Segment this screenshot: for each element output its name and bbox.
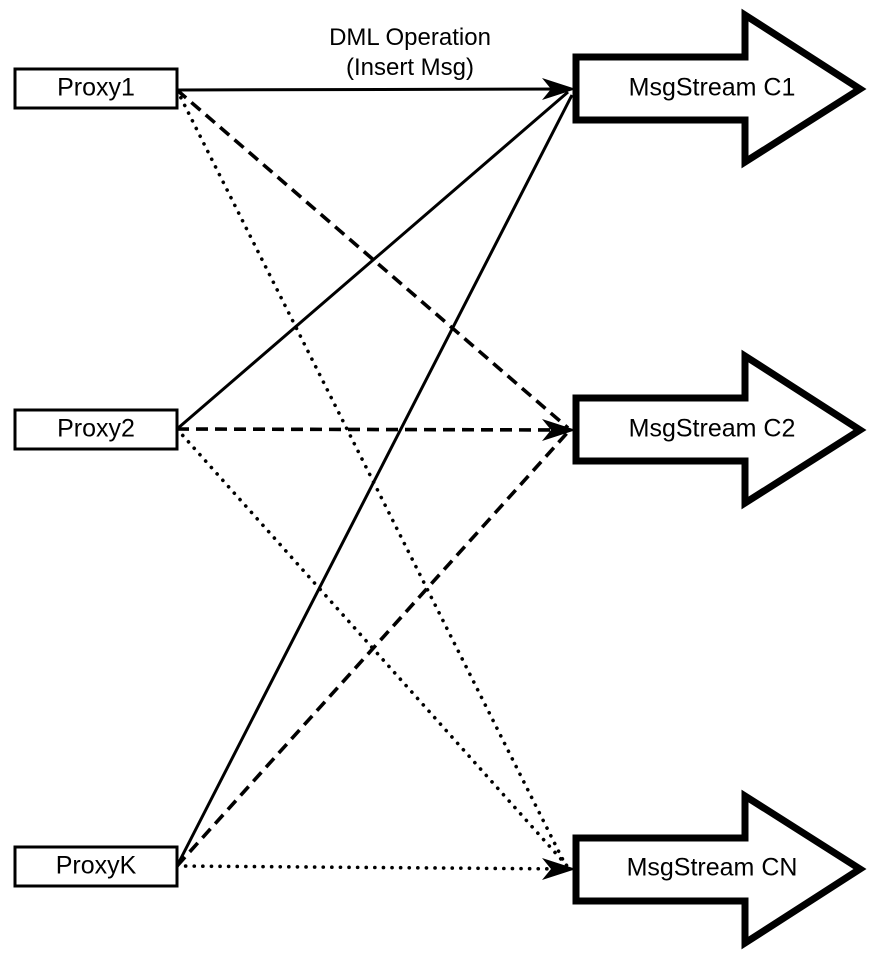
msgstream-label-msgstream-cn: MsgStream CN (627, 854, 798, 882)
arrowhead-arrowhead-c1 (542, 78, 576, 100)
msgstream-layer: MsgStream C1 MsgStream C2 MsgStream CN (572, 8, 867, 950)
annotation-line1-dml-operation: DML Operation (329, 24, 491, 51)
link-proxy2-to-c2 (176, 427, 571, 432)
link-proxy2-to-c1 (176, 90, 569, 431)
msgstream-label-msgstream-c2: MsgStream C2 (629, 415, 796, 443)
proxy-node-proxy2[interactable]: Proxy2 (13, 408, 179, 451)
proxy-node-proxy1[interactable]: Proxy1 (13, 67, 179, 110)
arrowhead-arrowhead-c2 (542, 419, 576, 441)
link-proxy1-to-c1 (176, 87, 571, 92)
arrowhead-layer (542, 78, 576, 880)
link-layer (175, 87, 574, 871)
msgstream-node-msgstream-c2[interactable]: MsgStream C2 (572, 349, 867, 510)
arrowhead-arrowhead-cn (542, 858, 576, 880)
proxy-box-proxy1 (13, 67, 179, 110)
msgstream-arrow-shape-msgstream-c1 (572, 8, 867, 169)
msgstream-arrow-shape-msgstream-cn (572, 789, 867, 950)
proxy-box-proxy2 (13, 408, 179, 451)
link-proxyK-to-c2 (175, 430, 570, 868)
msgstream-label-msgstream-c1: MsgStream C1 (629, 74, 796, 102)
proxy-box-proxyK (13, 845, 179, 888)
annotation-dml-operation: DML Operation (Insert Msg) (329, 24, 491, 81)
proxy-label-proxy2: Proxy2 (57, 415, 135, 443)
annotation-line2-dml-operation: (Insert Msg) (346, 54, 474, 81)
link-proxyK-to-c1 (175, 94, 574, 867)
msgstream-arrow-shape-msgstream-c2 (572, 349, 867, 510)
proxy-label-proxy1: Proxy1 (57, 74, 135, 102)
link-proxyK-to-cn (175, 864, 572, 871)
annotation-layer: DML Operation (Insert Msg) (329, 24, 491, 81)
msgstream-node-msgstream-c1[interactable]: MsgStream C1 (572, 8, 867, 169)
proxy-node-proxyK[interactable]: ProxyK (13, 845, 179, 888)
msgstream-node-msgstream-cn[interactable]: MsgStream CN (572, 789, 867, 950)
proxy-label-proxyK: ProxyK (56, 852, 137, 880)
link-proxy1-to-cn (175, 88, 568, 868)
